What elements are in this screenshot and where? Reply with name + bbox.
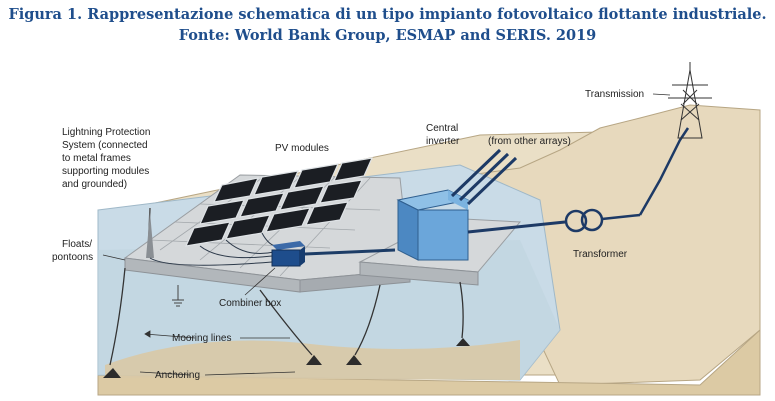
anchors [103,338,470,378]
label-combiner-box: Combiner box [219,298,281,309]
label-lightning-3: to metal frames [62,153,131,164]
label-lightning-1: Lightning Protection [62,127,150,138]
label-lightning-5: and grounded) [62,179,127,190]
transformer [467,127,690,234]
diagram-labels: Transmission Lightning Protection System… [52,89,644,381]
lightning-rod [146,207,184,307]
label-lightning-4: supporting modules [62,166,149,177]
label-floats-1: Floats/ [62,239,92,250]
label-transmission: Transmission [585,89,644,100]
label-central-1: Central [426,123,458,134]
label-transformer: Transformer [573,249,628,260]
label-other-arrays: (from other arrays) [488,136,571,147]
label-anchoring: Anchoring [155,370,200,381]
leader-lines [102,93,671,376]
transmission-tower [668,62,712,139]
label-pv-modules: PV modules [275,143,329,154]
dc-cables [149,232,281,266]
label-central-2: inverter [426,136,460,147]
label-lightning-2: System (connected [62,140,148,151]
combiner-box [271,241,396,267]
caption-title: Figura 1. Rappresentazione schematica di… [8,6,767,23]
label-mooring-lines: Mooring lines [172,333,231,344]
pv-modules-array [184,157,374,247]
label-floats-2: pontoons [52,252,93,263]
other-array-cables [450,148,518,206]
mooring-lines [109,267,464,366]
caption-source: Fonte: World Bank Group, ESMAP and SERIS… [178,27,597,44]
central-inverter [396,189,470,261]
figure-caption: Figura 1. Rappresentazione schematica di… [0,4,775,46]
